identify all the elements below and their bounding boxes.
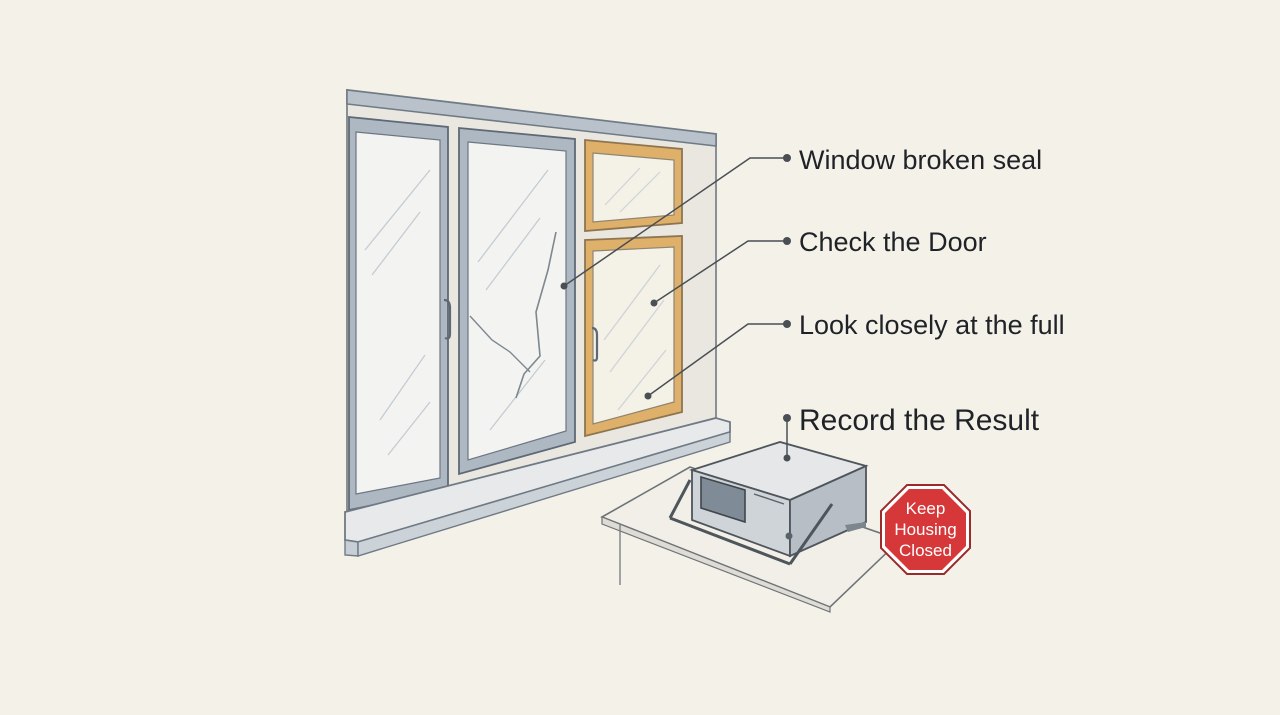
leader-check-the-door	[653, 240, 787, 304]
measurement-device-illustration	[668, 441, 869, 566]
leader-look-closely	[647, 323, 787, 397]
callout-dots	[560, 154, 791, 462]
stop-sign-icon: Keep Housing Closed	[880, 484, 971, 575]
device-screen	[700, 475, 746, 524]
callout-look-closely: Look closely at the full	[799, 310, 1065, 340]
window-illustration	[344, 88, 731, 557]
callout-window-broken-seal: Window broken seal	[799, 145, 1042, 175]
middle-window-pane	[458, 127, 576, 476]
left-window-pane	[348, 116, 452, 512]
sign-line-1: Keep	[906, 499, 946, 518]
callout-record-the-result: Record the Result	[799, 404, 1040, 437]
sign-line-3: Closed	[899, 541, 952, 560]
window-lintel	[346, 89, 717, 147]
right-handle-icon	[591, 326, 599, 362]
left-handle-icon	[443, 298, 452, 340]
right-lower-pane	[584, 235, 683, 438]
glass-crack	[515, 231, 557, 399]
callout-leaders	[563, 157, 788, 458]
right-upper-pane	[584, 139, 683, 232]
device-handle	[668, 479, 834, 566]
device-button	[785, 532, 793, 540]
sign-line-2: Housing	[894, 520, 956, 539]
callout-check-the-door: Check the Door	[799, 227, 987, 257]
leader-window-broken-seal	[563, 157, 787, 287]
